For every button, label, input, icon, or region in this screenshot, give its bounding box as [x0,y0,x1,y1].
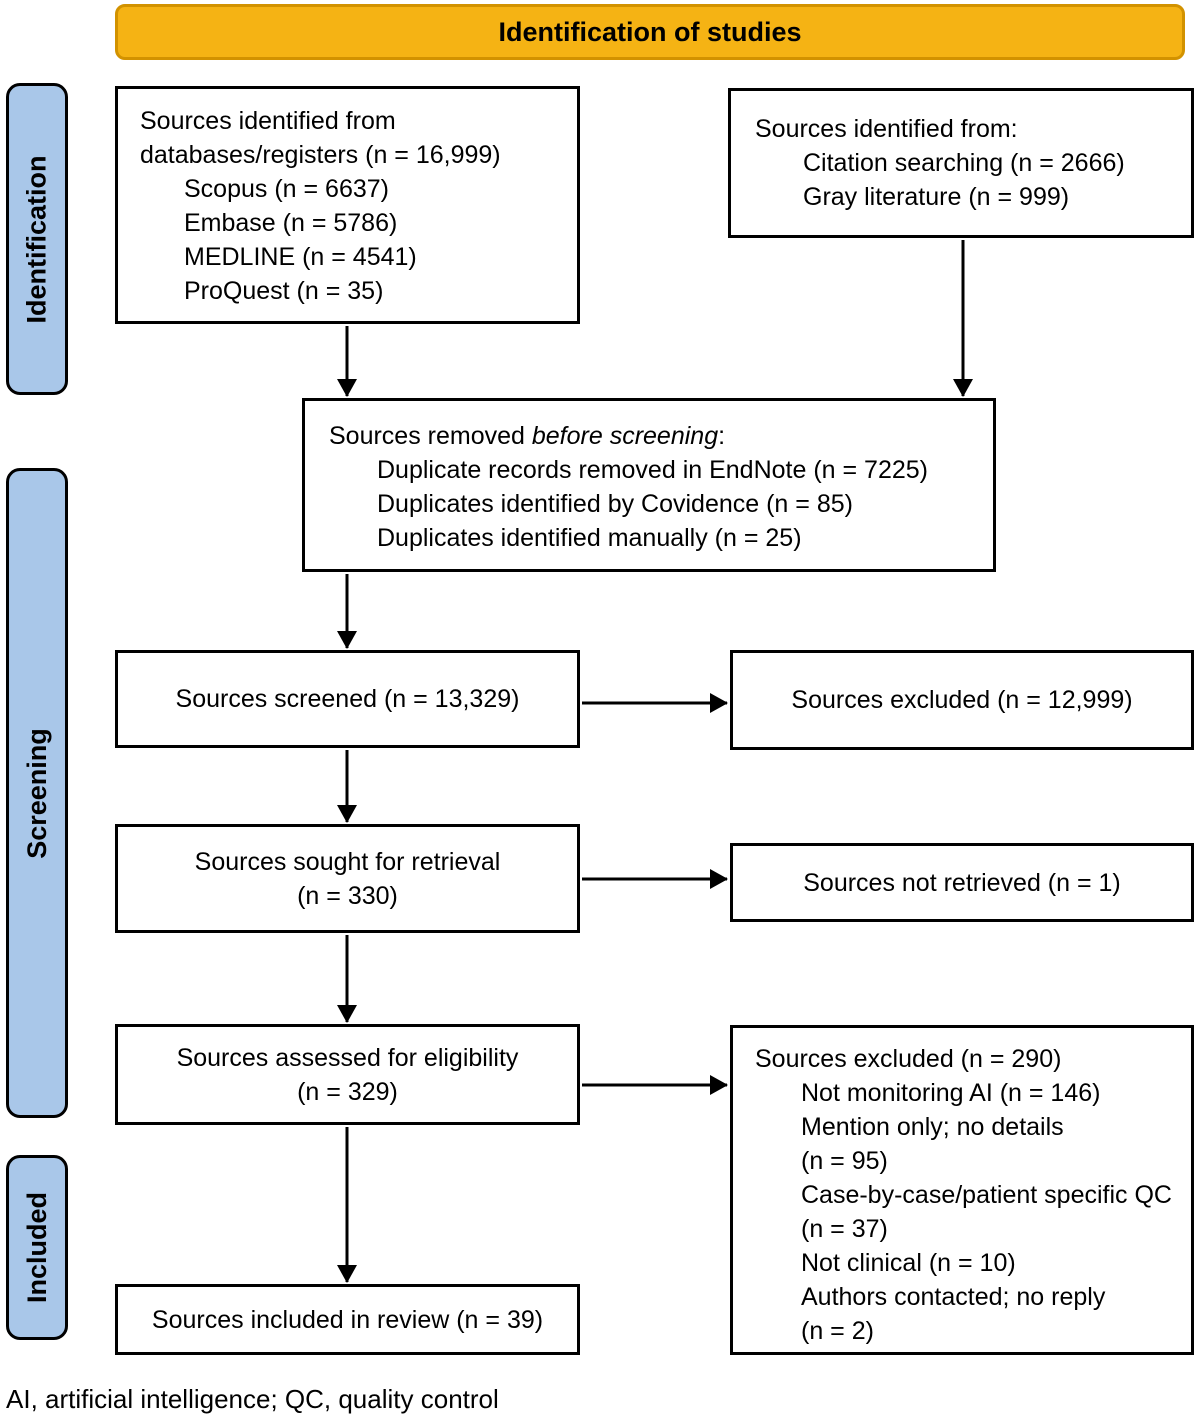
excluded-item-mention-only: Mention only; no details (n = 95) [801,1113,1064,1175]
excluded-item-authors-contacted: Authors contacted; no reply (n = 2) [801,1283,1106,1345]
box-sources-other-methods: Sources identified from: Citation search… [728,88,1194,238]
box-sources-assessed-eligibility: Sources assessed for eligibility (n = 32… [115,1024,580,1125]
box-sources-not-retrieved-text: Sources not retrieved (n = 1) [803,868,1121,897]
database-item-scopus: Scopus (n = 6637) [184,175,389,203]
box-sources-sought-retrieval-text: Sources sought for retrieval (n = 330) [194,847,501,910]
removed-item-endnote: Duplicate records removed in EndNote (n … [377,456,928,484]
excluded-item-not-monitoring-ai: Not monitoring AI (n = 146) [801,1079,1101,1107]
other-item-citation-searching: Citation searching (n = 2666) [803,149,1125,177]
box-sources-other-methods-title: Sources identified from: [755,115,1018,143]
removed-item-manual: Duplicates identified manually (n = 25) [377,524,802,552]
box-sources-sought-retrieval: Sources sought for retrieval (n = 330) [115,824,580,933]
excluded-item-case-by-case-qc: Case-by-case/patient specific QC (n = 37… [801,1181,1172,1243]
database-item-embase: Embase (n = 5786) [184,209,398,237]
box-sources-included-review-text: Sources included in review (n = 39) [151,1305,544,1334]
box-sources-excluded-screening-text: Sources excluded (n = 12,999) [791,686,1133,714]
side-label-identification: Identification [6,83,68,395]
box-sources-not-retrieved: Sources not retrieved (n = 1) [730,843,1194,922]
box-sources-assessed-eligibility-text: Sources assessed for eligibility (n = 32… [176,1043,519,1106]
box-sources-screened-text: Sources screened (n = 13,329) [175,685,520,713]
side-label-included: Included [6,1155,68,1340]
box-sources-databases: Sources identified from databases/regist… [115,86,580,324]
header-banner: Identification of studies [115,4,1185,60]
database-item-medline: MEDLINE (n = 4541) [184,243,417,271]
removed-title-prefix: Sources removed [329,422,532,450]
box-sources-included-review: Sources included in review (n = 39) [115,1284,580,1355]
side-label-screening-text: Screening [21,727,52,859]
excluded-item-not-clinical: Not clinical (n = 10) [801,1249,1016,1277]
box-sources-screened: Sources screened (n = 13,329) [115,650,580,748]
abbreviations-note: AI, artificial intelligence; QC, quality… [6,1384,499,1414]
box-sources-excluded-eligibility: Sources excluded (n = 290) Not monitorin… [730,1025,1194,1355]
box-removed-before-screening-title: Sources removed before screening: [329,419,983,453]
removed-item-covidence: Duplicates identified by Covidence (n = … [377,490,853,518]
box-sources-excluded-screening: Sources excluded (n = 12,999) [730,650,1194,750]
removed-title-suffix: : [718,422,726,450]
box-sources-databases-title: Sources identified from databases/regist… [140,107,501,169]
box-sources-excluded-eligibility-title: Sources excluded (n = 290) [755,1045,1062,1073]
database-item-proquest: ProQuest (n = 35) [184,277,384,305]
box-removed-before-screening: Sources removed before screening: Duplic… [302,398,996,572]
side-label-identification-text: Identification [21,155,52,323]
side-label-included-text: Included [21,1191,52,1304]
header-title: Identification of studies [498,16,802,47]
side-label-screening: Screening [6,468,68,1118]
removed-title-italic: before screening [531,422,719,450]
other-item-gray-literature: Gray literature (n = 999) [803,183,1070,211]
